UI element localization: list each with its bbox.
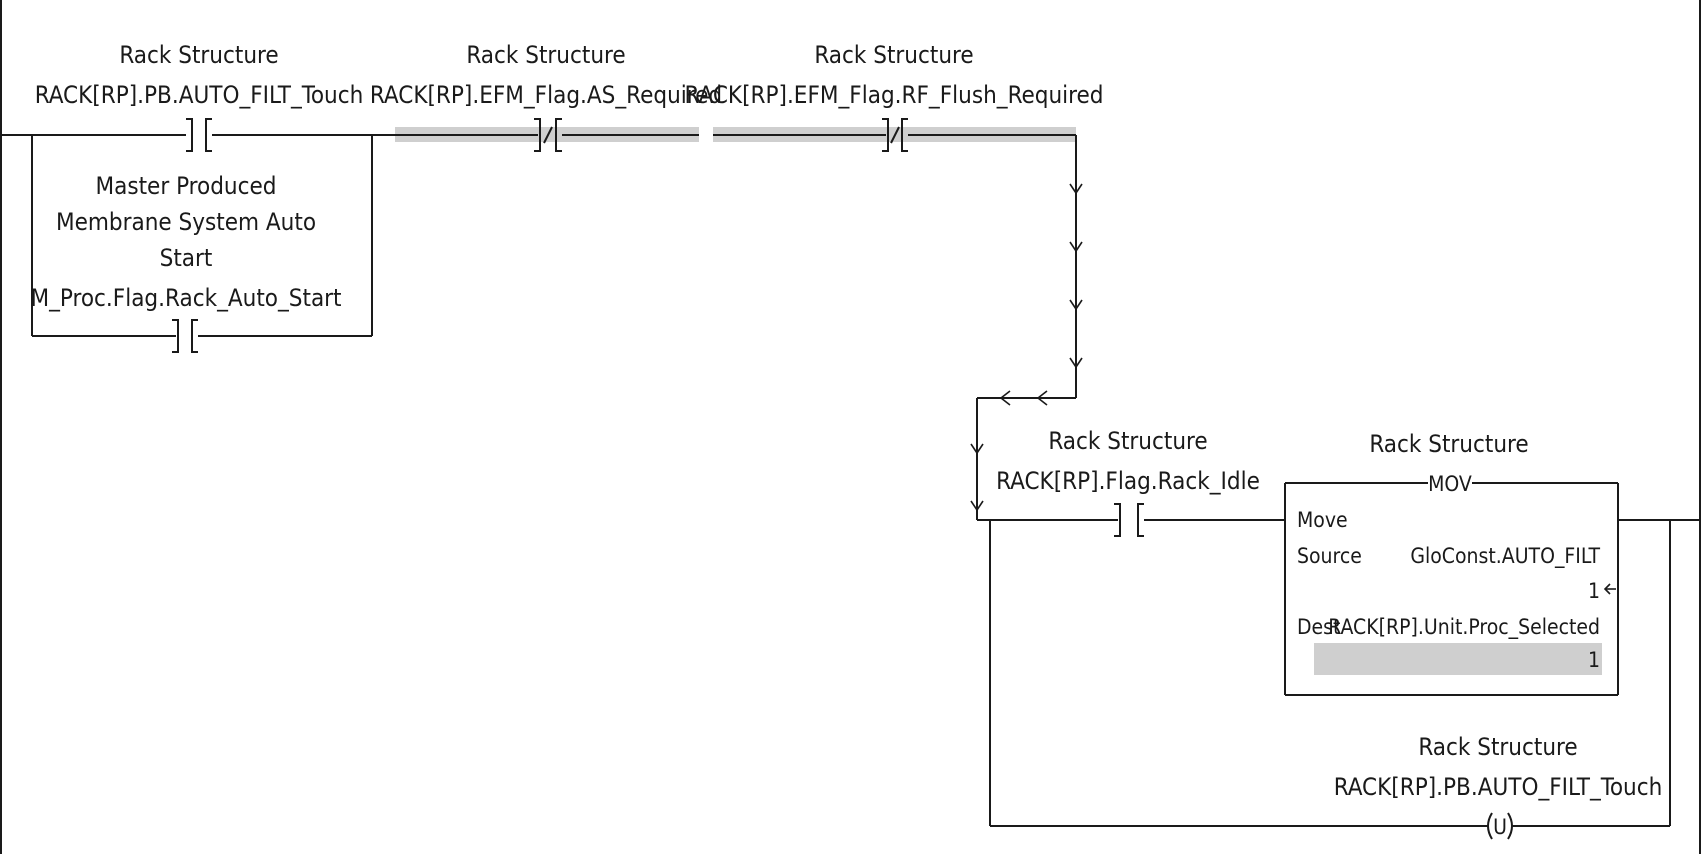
- contact-5-scope: Rack Structure: [1048, 427, 1207, 455]
- contact-2-tag: RACK[RP].EFM_Flag.AS_Required: [370, 81, 722, 109]
- rung-wires: [1, 134, 1700, 827]
- unlatch-coil-right-arc: [1507, 812, 1513, 840]
- mov-instruction-block[interactable]: Rack Structure MOV Move Source GloConst.…: [1284, 430, 1619, 696]
- source-value-arrow-icon: [1603, 583, 1616, 595]
- contact-4-tag: M_Proc.Flag.Rack_Auto_Start: [30, 284, 341, 312]
- contact-2-right-bracket: [555, 118, 562, 152]
- contact-5-left-bracket: [1114, 503, 1121, 537]
- contact-2-normally-closed-slash: [543, 126, 553, 144]
- contact-4-description-line-3: Start: [160, 244, 213, 272]
- contact-2-left-bracket: [534, 118, 541, 152]
- contact-rack-auto-start[interactable]: Master Produced Membrane System Auto Sta…: [30, 172, 342, 353]
- mov-caption: Move: [1297, 508, 1348, 532]
- contact-4-description-line-2: Membrane System Auto: [56, 208, 316, 236]
- flow-arrows-left: [999, 390, 1048, 406]
- unlatch-scope: Rack Structure: [1418, 733, 1577, 761]
- mov-source-label: Source: [1297, 544, 1362, 568]
- contact-1-left-bracket: [186, 118, 193, 152]
- contact-1-scope: Rack Structure: [119, 41, 278, 69]
- contact-1-tag: RACK[RP].PB.AUTO_FILT_Touch: [35, 81, 364, 109]
- mov-dest-label: Dest: [1297, 615, 1340, 639]
- unlatch-tag: RACK[RP].PB.AUTO_FILT_Touch: [1334, 773, 1663, 801]
- contact-3-normally-closed-slash: [890, 126, 900, 144]
- contact-3-scope: Rack Structure: [814, 41, 973, 69]
- contact-3-left-bracket: [882, 118, 889, 152]
- contact-2-highlight: [395, 127, 699, 142]
- contact-rack-idle[interactable]: Rack Structure RACK[RP].Flag.Rack_Idle: [996, 427, 1260, 537]
- contact-1-right-bracket: [205, 118, 212, 152]
- mov-scope: Rack Structure: [1369, 430, 1528, 458]
- mov-dest-value-highlight: [1314, 643, 1602, 675]
- contact-as-required[interactable]: Rack Structure RACK[RP].EFM_Flag.AS_Requ…: [370, 41, 722, 152]
- contact-rf-flush-required[interactable]: Rack Structure RACK[RP].EFM_Flag.RF_Flus…: [684, 41, 1104, 152]
- mov-title: MOV: [1428, 472, 1472, 496]
- contact-3-right-bracket: [901, 118, 908, 152]
- contact-4-right-bracket: [191, 319, 198, 353]
- contact-auto-filt-touch[interactable]: Rack Structure RACK[RP].PB.AUTO_FILT_Tou…: [35, 41, 364, 152]
- flow-arrows-down: [970, 183, 1083, 512]
- contact-5-tag: RACK[RP].Flag.Rack_Idle: [996, 467, 1260, 495]
- mov-source-value: 1: [1588, 579, 1600, 603]
- unlatch-coil-auto-filt-touch[interactable]: Rack Structure RACK[RP].PB.AUTO_FILT_Tou…: [1334, 733, 1663, 840]
- unlatch-symbol: U: [1493, 815, 1507, 839]
- mov-dest-value: 1: [1588, 648, 1600, 672]
- unlatch-coil-left-arc: [1487, 812, 1493, 840]
- contact-4-description-line-1: Master Produced: [95, 172, 276, 200]
- contact-4-left-bracket: [172, 319, 179, 353]
- contact-2-scope: Rack Structure: [466, 41, 625, 69]
- mov-dest-tag: RACK[RP].Unit.Proc_Selected: [1328, 615, 1600, 640]
- mov-source-tag: GloConst.AUTO_FILT: [1410, 544, 1600, 569]
- contact-5-right-bracket: [1137, 503, 1144, 537]
- contact-3-tag: RACK[RP].EFM_Flag.RF_Flush_Required: [684, 81, 1103, 109]
